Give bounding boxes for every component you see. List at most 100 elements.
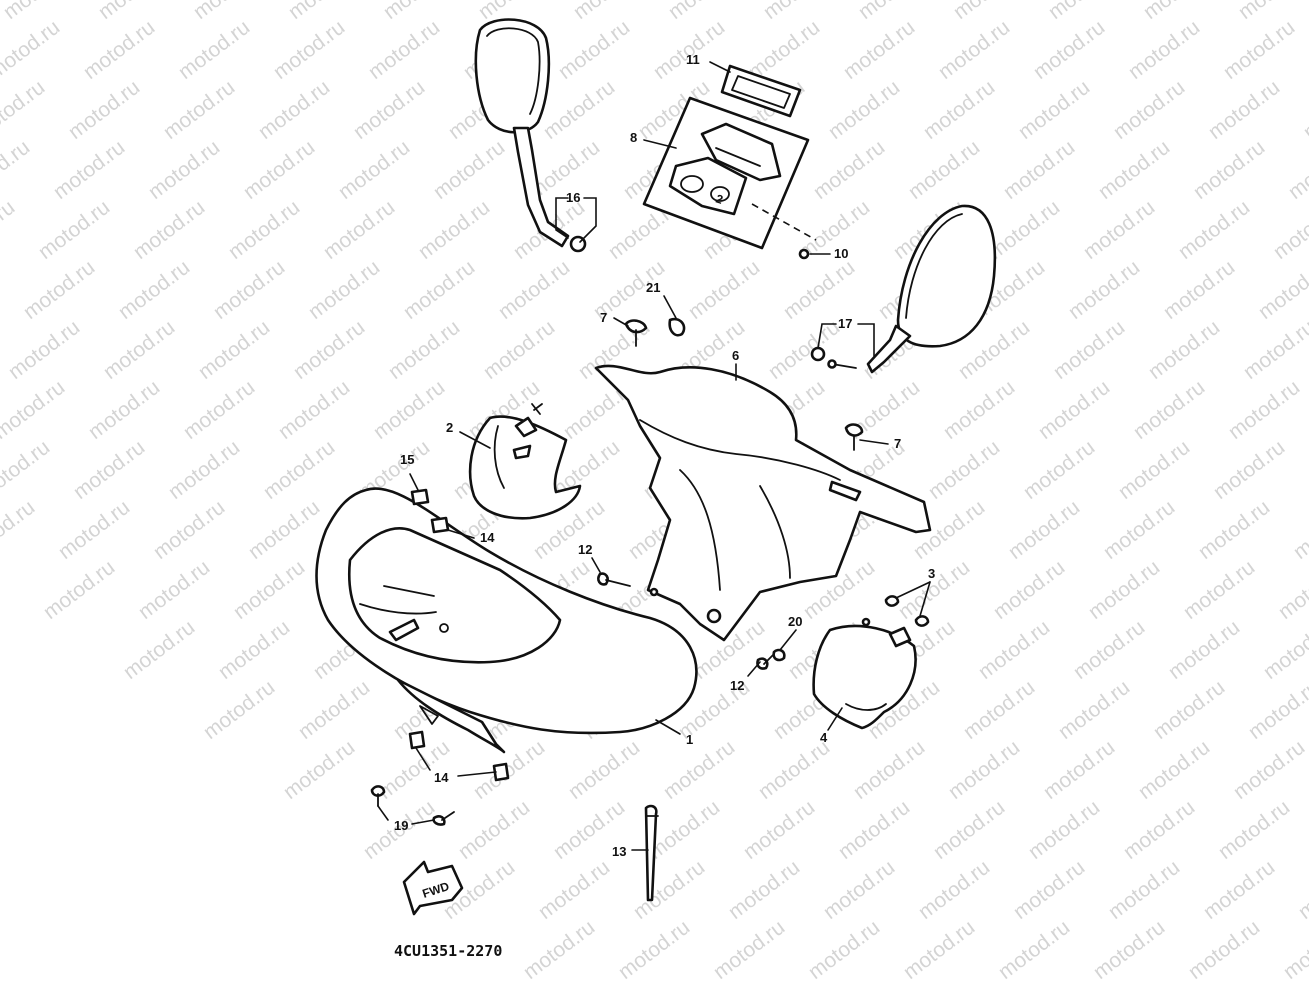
part-label-8: 8 — [630, 130, 637, 145]
watermark-text: motod.ru — [839, 16, 919, 84]
watermark-text: motod.ru — [994, 916, 1074, 982]
watermark-text: motod.ru — [174, 16, 254, 84]
watermark-text: motod.ru — [1234, 0, 1309, 24]
watermark-text: motod.ru — [319, 196, 399, 264]
watermark-text: motod.ru — [709, 916, 789, 982]
front-cover — [315, 487, 698, 754]
watermark-text: motod.ru — [1229, 736, 1309, 804]
watermark-text: motod.ru — [469, 736, 549, 804]
watermark-text: motod.ru — [279, 736, 359, 804]
watermark-text: motod.ru — [614, 916, 694, 982]
watermark-text: motod.ru — [939, 376, 1019, 444]
watermark-text: motod.ru — [1294, 856, 1309, 924]
watermark-text: motod.ru — [1214, 796, 1294, 864]
watermark-text: motod.ru — [1069, 616, 1149, 684]
watermark-text: motod.ru — [534, 856, 614, 924]
watermark-text: motod.ru — [1089, 916, 1169, 982]
watermark-text: motod.ru — [824, 76, 904, 144]
watermark-text: motod.ru — [1114, 436, 1194, 504]
watermark-text: motod.ru — [1084, 556, 1164, 624]
watermark-text: motod.ru — [254, 76, 334, 144]
watermark-text: motod.ru — [84, 376, 164, 444]
watermark-text: motod.ru — [554, 16, 634, 84]
watermark-text: motod.ru — [64, 76, 144, 144]
watermark-text: motod.ru — [919, 76, 999, 144]
watermark-text: motod.ru — [284, 0, 364, 24]
watermark-text: motod.ru — [1239, 316, 1309, 384]
watermark-text: motod.ru — [1004, 496, 1084, 564]
watermark-text: motod.ru — [739, 796, 819, 864]
watermark-text: motod.ru — [1304, 436, 1309, 504]
watermark-text: motod.ru — [1184, 916, 1264, 982]
watermark-text: motod.ru — [1159, 256, 1239, 324]
watermark-text: motod.ru — [764, 316, 844, 384]
watermark-text: motod.ru — [99, 316, 179, 384]
watermark-text: motod.ru — [414, 196, 494, 264]
part-label-14-upper: 14 — [480, 530, 495, 545]
watermark-text: motod.ru — [629, 856, 709, 924]
watermark-text: motod.ru — [999, 136, 1079, 204]
watermark-text: motod.ru — [224, 196, 304, 264]
watermark-text: motod.ru — [804, 916, 884, 982]
right-inner-panel — [812, 617, 917, 730]
watermark-text: motod.ru — [144, 136, 224, 204]
watermark-text: motod.ru — [1044, 0, 1124, 24]
meter-indicator-digit: 2 — [714, 192, 725, 207]
handlebar-cover-rear — [594, 364, 932, 642]
watermark-text: motod.ru — [1019, 436, 1099, 504]
watermark-text: motod.ru — [1064, 256, 1144, 324]
watermark-text: motod.ru — [1244, 676, 1309, 744]
watermark-text: motod.ru — [19, 256, 99, 324]
watermark-text: motod.ru — [379, 0, 459, 24]
watermark-text: motod.ru — [1299, 76, 1309, 144]
watermark-text: motod.ru — [904, 136, 984, 204]
watermark-text: motod.ru — [1269, 196, 1309, 264]
part-label-3: 3 — [928, 566, 935, 581]
meter-assembly — [642, 64, 817, 260]
watermark-text: motod.ru — [1199, 856, 1279, 924]
watermark-text: motod.ru — [1189, 136, 1269, 204]
watermark-text: motod.ru — [334, 136, 414, 204]
watermark-text: motod.ru — [479, 316, 559, 384]
watermark-text: motod.ru — [289, 316, 369, 384]
watermark-text: motod.ru — [4, 316, 84, 384]
watermark-text: motod.ru — [519, 916, 599, 982]
left-inner-panel — [468, 403, 582, 520]
watermark-text: motod.ru — [649, 16, 729, 84]
watermark-text: motod.ru — [164, 436, 244, 504]
part-label-21: 21 — [646, 280, 660, 295]
watermark-text: motod.ru — [269, 16, 349, 84]
forward-arrow: FWD — [402, 860, 464, 916]
watermark-text: motod.ru — [659, 736, 739, 804]
part-label-15: 15 — [400, 452, 414, 467]
watermark-text: motod.ru — [924, 436, 1004, 504]
watermark-text: motod.ru — [244, 496, 324, 564]
watermark-text: motod.ru — [49, 136, 129, 204]
watermark-text: motod.ru — [34, 196, 114, 264]
watermark-text: motod.ru — [959, 676, 1039, 744]
watermark-text: motod.ru — [0, 196, 19, 264]
watermark-text: motod.ru — [779, 256, 859, 324]
watermark-text: motod.ru — [1099, 496, 1179, 564]
fasteners — [370, 317, 930, 902]
watermark-text: motod.ru — [1209, 436, 1289, 504]
watermark-text: motod.ru — [1204, 76, 1284, 144]
watermark-text: motod.ru — [0, 0, 79, 24]
part-label-1: 1 — [686, 732, 693, 747]
watermark-text: motod.ru — [429, 136, 509, 204]
watermark-text: motod.ru — [209, 256, 289, 324]
part-label-13: 13 — [612, 844, 626, 859]
watermark-text: motod.ru — [989, 556, 1069, 624]
watermark-text: motod.ru — [274, 376, 354, 444]
watermark-text: motod.ru — [54, 496, 134, 564]
watermark-text: motod.ru — [754, 736, 834, 804]
part-label-7-upper: 7 — [600, 310, 607, 325]
watermark-text: motod.ru — [454, 796, 534, 864]
watermark-text: motod.ru — [1259, 616, 1309, 684]
watermark-text: motod.ru — [179, 376, 259, 444]
watermark-text: motod.ru — [724, 856, 804, 924]
part-label-4: 4 — [820, 730, 828, 745]
watermark-text: motod.ru — [1029, 16, 1109, 84]
diagram-code: 4CU1351-2270 — [394, 942, 502, 960]
